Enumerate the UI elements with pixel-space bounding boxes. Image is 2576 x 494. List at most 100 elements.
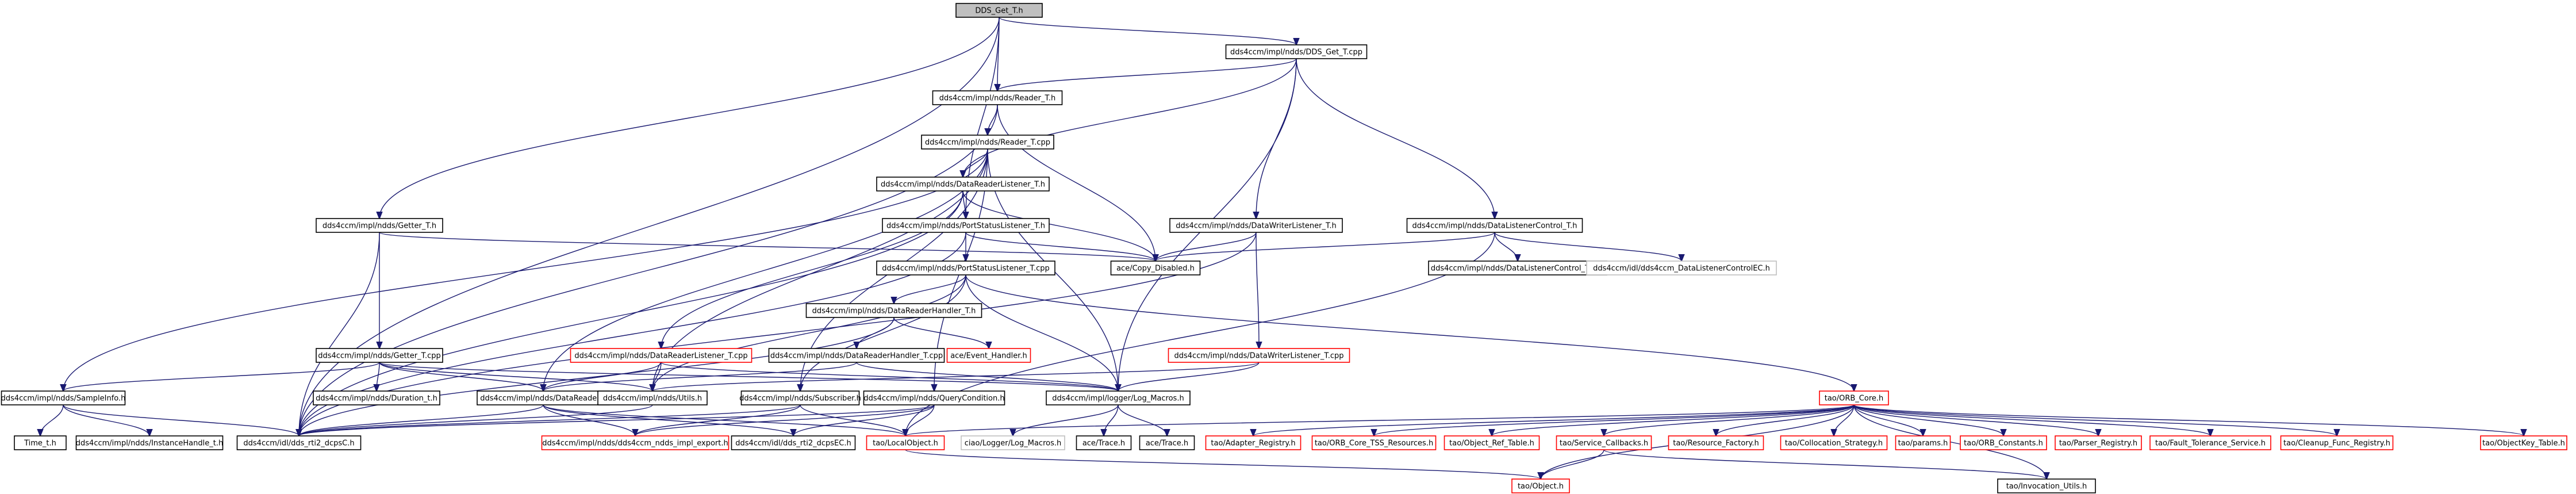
node-time-t-h[interactable]: Time_t.h	[14, 435, 67, 450]
node-box	[2480, 435, 2567, 450]
edge-getter_t_cpp-to-datareader_h	[379, 362, 543, 391]
node-reader-t-h[interactable]: dds4ccm/impl/ndds/Reader_T.h	[932, 90, 1063, 105]
edge-orb_core-to-collocation_strategy	[1834, 404, 1855, 436]
node-label: tao/ORB_Core.h	[1825, 395, 1884, 403]
node-box	[1586, 261, 1777, 275]
node-box	[1428, 261, 1607, 275]
edge-reader_t_cpp-to-sampleinfo_h	[63, 148, 988, 391]
node-ace-trace[interactable]: ace/Trace.h	[1076, 435, 1132, 450]
node-box	[1895, 435, 1951, 450]
node-adapter-registry[interactable]: tao/Adapter_Registry.h	[1205, 435, 1302, 450]
node-cleanup-func[interactable]: tao/Cleanup_Func_Registry.h	[2280, 435, 2394, 450]
node-box	[768, 348, 945, 363]
node-orb-core[interactable]: tao/ORB_Core.h	[1819, 390, 1889, 405]
node-dds4ccm-ndds-impl-export[interactable]: dds4ccm/impl/ndds/dds4ccm_ndds_impl_expo…	[541, 435, 730, 450]
node-box	[1556, 435, 1652, 450]
edge-orb_core-to-localobject	[905, 404, 1855, 436]
node-label: dds4ccm/impl/ndds/Getter_T.cpp	[318, 352, 441, 361]
node-box	[1668, 435, 1764, 450]
edge-getter_t_cpp-to-duration_t_h	[377, 362, 379, 391]
node-box	[1169, 218, 1343, 233]
edge-reader_t_cpp-to-datareader_h	[543, 148, 988, 391]
node-label: tao/Object.h	[1518, 482, 1564, 491]
node-copy-disabled[interactable]: ace/Copy_Disabled.h	[1110, 261, 1201, 275]
edge-psl_t_cpp-to-utils_h	[652, 274, 966, 391]
edge-orb_core-to-params	[1853, 404, 1923, 436]
node-log-macros[interactable]: dds4ccm/impl/logger/Log_Macros.h	[1046, 390, 1191, 405]
edge-orb_core-to-orb_constants	[1853, 404, 2003, 436]
edge-psl_t_cpp-to-drh_t_h	[894, 274, 966, 304]
node-collocation-strategy[interactable]: tao/Collocation_Strategy.h	[1780, 435, 1888, 450]
node-orb-core-tss[interactable]: tao/ORB_Core_TSS_Resources.h	[1311, 435, 1437, 450]
edge-getter_t_cpp-to-utils_h	[379, 362, 652, 391]
node-instancehandle-t-h[interactable]: dds4ccm/impl/ndds/InstanceHandle_t.h	[75, 435, 224, 450]
edge-dds_get_t_cpp-to-dlc_t_h	[1296, 58, 1495, 219]
node-parser-registry[interactable]: tao/Parser_Registry.h	[2055, 435, 2142, 450]
node-reader-t-cpp[interactable]: dds4ccm/impl/ndds/Reader_T.cpp	[921, 135, 1054, 150]
edge-psl_t_h-to-copy_disabled	[965, 232, 1155, 261]
node-drh-t-cpp[interactable]: dds4ccm/impl/ndds/DataReaderHandler_T.cp…	[768, 348, 945, 363]
edge-drh_t_h-to-event_handler	[893, 317, 989, 349]
node-tao-object[interactable]: tao/Object.h	[1511, 478, 1570, 493]
node-label: tao/Adapter_Registry.h	[1211, 439, 1295, 448]
node-dwl-t-h[interactable]: dds4ccm/impl/ndds/DataWriterListener_T.h	[1169, 218, 1343, 233]
node-box	[876, 261, 1055, 275]
node-ft-service[interactable]: tao/Fault_Tolerance_Service.h	[2149, 435, 2271, 450]
node-event-handler[interactable]: ace/Event_Handler.h	[946, 348, 1031, 363]
node-utils-h[interactable]: dds4ccm/impl/ndds/Utils.h	[597, 390, 708, 405]
edge-dds_get_t_cpp-to-reader_t_h	[997, 58, 1297, 91]
node-dds-rti2-dcps-ec[interactable]: dds4ccm/idl/dds_rti2_dcpsEC.h	[731, 435, 856, 450]
edge-psl_t_h-to-dds_rti2_dcps_c	[299, 232, 966, 436]
edge-orb_core-to-object_ref_table	[1492, 404, 1855, 436]
node-params[interactable]: tao/params.h	[1895, 435, 1951, 450]
node-label: tao/Parser_Registry.h	[2059, 439, 2137, 448]
node-dlc-ec-h[interactable]: dds4ccm/idl/dds4ccm_DataListenerControlE…	[1586, 261, 1777, 275]
node-dlc-t-cpp[interactable]: dds4ccm/impl/ndds/DataListenerControl_T.…	[1428, 261, 1607, 275]
node-sampleinfo-h[interactable]: dds4ccm/impl/ndds/SampleInfo.h	[1, 390, 126, 405]
node-box	[1076, 435, 1132, 450]
node-ace-trace-h[interactable]: ace/Trace.h	[1139, 435, 1195, 450]
node-drh-t-h[interactable]: dds4ccm/impl/ndds/DataReaderHandler_T.h	[805, 303, 982, 318]
node-psl-t-h[interactable]: dds4ccm/impl/ndds/PortStatusListener_T.h	[882, 218, 1050, 233]
edge-log_macros-to-ace_trace	[1104, 404, 1119, 436]
node-box	[570, 348, 753, 363]
node-ciao-log-macros[interactable]: ciao/Logger/Log_Macros.h	[961, 435, 1065, 450]
node-dlc-t-h[interactable]: dds4ccm/impl/ndds/DataListenerControl_T.…	[1406, 218, 1583, 233]
node-object-ref-table[interactable]: tao/Object_Ref_Table.h	[1444, 435, 1540, 450]
node-dds-rti2-dcps-c[interactable]: dds4ccm/idl/dds_rti2_dcpsC.h	[236, 435, 362, 450]
node-dds-get-t-h[interactable]: DDS_Get_T.h	[955, 3, 1043, 18]
node-getter-t-cpp[interactable]: dds4ccm/impl/ndds/Getter_T.cpp	[316, 348, 443, 363]
node-objectkey-table[interactable]: tao/ObjectKey_Table.h	[2480, 435, 2567, 450]
node-label: dds4ccm/idl/dds_rti2_dcpsC.h	[243, 439, 354, 448]
node-box	[236, 435, 362, 450]
node-label: ace/Copy_Disabled.h	[1116, 265, 1195, 273]
node-service-callbacks[interactable]: tao/Service_Callbacks.h	[1556, 435, 1652, 450]
node-invocation-utils[interactable]: tao/Invocation_Utils.h	[1997, 478, 2096, 493]
node-dwl-t-cpp[interactable]: dds4ccm/impl/ndds/DataWriterListener_T.c…	[1168, 348, 1350, 363]
node-datareader-h[interactable]: dds4ccm/impl/ndds/DataReader.h	[477, 390, 610, 405]
node-subscriber-h[interactable]: dds4ccm/impl/ndds/Subscriber.h	[739, 390, 861, 405]
node-querycondition-h[interactable]: dds4ccm/impl/ndds/QueryCondition.h	[863, 390, 1005, 405]
edge-reader_t_h-to-copy_disabled	[997, 104, 1155, 261]
node-duration-t-h[interactable]: dds4ccm/impl/ndds/Duration_t.h	[313, 390, 440, 405]
edge-datareader_h-to-dds4ccm_ndds_impl_export	[543, 404, 635, 436]
node-orb-constants[interactable]: tao/ORB_Constants.h	[1960, 435, 2047, 450]
node-getter-t-h[interactable]: dds4ccm/impl/ndds/Getter_T.h	[316, 218, 443, 233]
node-box	[740, 390, 860, 405]
node-label: dds4ccm/impl/ndds/PortStatusListener_T.c…	[882, 265, 1049, 273]
edge-localobject-to-tao_object	[905, 449, 1541, 479]
node-localobject[interactable]: tao/LocalObject.h	[866, 435, 945, 450]
node-dds-get-t-cpp[interactable]: dds4ccm/impl/ndds/DDS_Get_T.cpp	[1225, 44, 1368, 59]
node-psl-t-cpp[interactable]: dds4ccm/impl/ndds/PortStatusListener_T.c…	[876, 261, 1055, 275]
edge-querycondition_h-to-dds4ccm_ndds_impl_export	[635, 404, 935, 436]
node-box	[731, 435, 856, 450]
edge-orb_core-to-objectkey_table	[1853, 404, 2524, 436]
node-drl-t-cpp[interactable]: dds4ccm/impl/ndds/DataReaderListener_T.c…	[570, 348, 753, 363]
node-resource-factory[interactable]: tao/Resource_Factory.h	[1668, 435, 1764, 450]
edge-dwl_t_cpp-to-utils_h	[652, 362, 1260, 391]
node-drl-t-h[interactable]: dds4ccm/impl/ndds/DataReaderListener_T.h	[876, 177, 1050, 192]
dependency-edges	[40, 17, 2524, 479]
node-label: dds4ccm/impl/ndds/dds4ccm_ndds_impl_expo…	[542, 439, 728, 448]
node-box	[1205, 435, 1302, 450]
node-box	[597, 390, 708, 405]
